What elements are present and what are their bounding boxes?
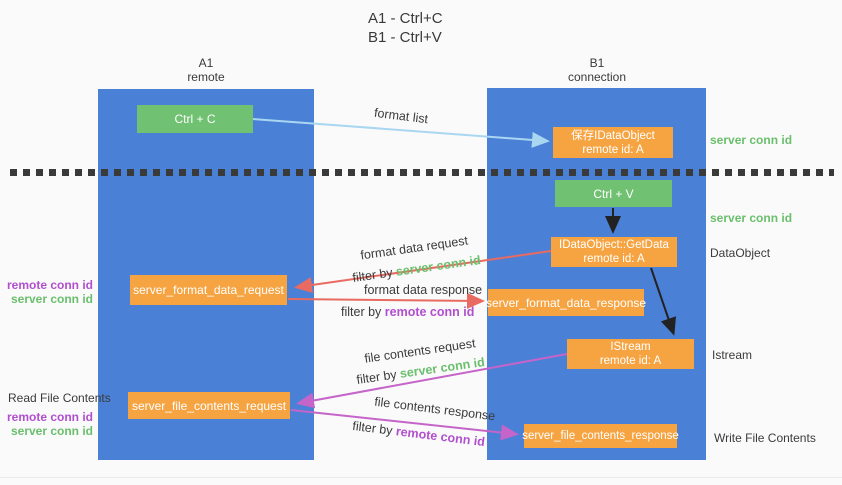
filter-by-text-1: filter by xyxy=(351,264,397,285)
edge-label-filter-remote-2: filter by remote conn id xyxy=(352,419,486,449)
left-label-server-conn-id-1: server conn id xyxy=(10,292,93,306)
node-istream: IStream remote id: A xyxy=(567,339,694,369)
node-server-format-data-request: server_format_data_request xyxy=(130,275,287,305)
title-line-2: B1 - Ctrl+V xyxy=(368,29,442,46)
node-ctrl-v: Ctrl + V xyxy=(555,180,672,207)
right-label-istream: Istream xyxy=(712,348,753,362)
left-label-server-conn-id-2: server conn id xyxy=(10,424,93,438)
node-server-file-contents-response: server_file_contents_response xyxy=(522,424,679,448)
right-label-dataobject: DataObject xyxy=(710,246,771,260)
filter-by-text-2: filter by xyxy=(341,305,385,319)
node-file-response-label: server_file_contents_response xyxy=(522,430,679,442)
filter-by-text-3: filter by xyxy=(355,366,401,387)
server-conn-id-text-1: server conn id xyxy=(394,253,482,279)
node-getdata-line1: IDataObject::GetData xyxy=(559,239,669,251)
left-label-remote-conn-id-1: remote conn id xyxy=(6,278,93,292)
node-ctrl-c: Ctrl + C xyxy=(137,105,253,133)
lane-b1-name: B1 xyxy=(589,56,605,70)
node-ctrl-c-label: Ctrl + C xyxy=(174,112,216,126)
edge-label-filter-remote-1: filter by remote conn id xyxy=(341,305,474,319)
title-line-1: A1 - Ctrl+C xyxy=(368,10,443,27)
edge-label-file-contents-response: file contents response xyxy=(373,394,497,424)
node-format-request-label: server_format_data_request xyxy=(133,283,284,297)
right-label-server-conn-id-2: server conn id xyxy=(710,211,793,225)
node-server-file-contents-request: server_file_contents_request xyxy=(128,392,290,419)
node-idataobject-getdata: IDataObject::GetData remote id: A xyxy=(551,237,677,267)
node-server-format-data-response: server_format_data_response xyxy=(485,289,647,316)
filter-by-text-4: filter by xyxy=(351,418,397,439)
edge-label-format-list: format list xyxy=(373,105,429,127)
lane-header-b1: B1 connection xyxy=(527,56,667,84)
node-format-response-label: server_format_data_response xyxy=(485,295,647,310)
remote-conn-id-text-1: remote conn id xyxy=(384,305,475,319)
right-label-write-file-contents: Write File Contents xyxy=(714,431,816,445)
edge-label-format-data-response: format data response xyxy=(364,283,483,297)
node-save-idataobject-line1: 保存IDataObject xyxy=(571,129,655,142)
dotted-separator xyxy=(10,169,834,176)
lane-a1-name: A1 xyxy=(198,56,214,70)
lane-header-a1: A1 remote xyxy=(136,56,276,84)
lane-b1-subtitle: connection xyxy=(567,70,627,84)
right-label-server-conn-id-1: server conn id xyxy=(710,133,793,147)
node-ctrl-v-label: Ctrl + V xyxy=(593,186,634,201)
node-file-request-label: server_file_contents_request xyxy=(131,398,287,413)
node-istream-line2: remote id: A xyxy=(599,355,662,367)
node-istream-line1: IStream xyxy=(610,341,651,353)
diagram-title: A1 - Ctrl+C B1 - Ctrl+V xyxy=(368,9,443,47)
left-label-read-file-contents: Read File Contents xyxy=(8,391,111,405)
arrow-format-data-response xyxy=(287,292,485,309)
left-label-remote-conn-id-2: remote conn id xyxy=(6,410,93,424)
lane-a1-subtitle: remote xyxy=(187,70,225,84)
node-getdata-line2: remote id: A xyxy=(583,253,645,265)
bottom-divider xyxy=(0,477,842,478)
remote-conn-id-text-2: remote conn id xyxy=(395,424,486,450)
node-save-idataobject-line2: remote id: A xyxy=(582,143,644,156)
node-save-idataobject: 保存IDataObject remote id: A xyxy=(553,127,673,158)
